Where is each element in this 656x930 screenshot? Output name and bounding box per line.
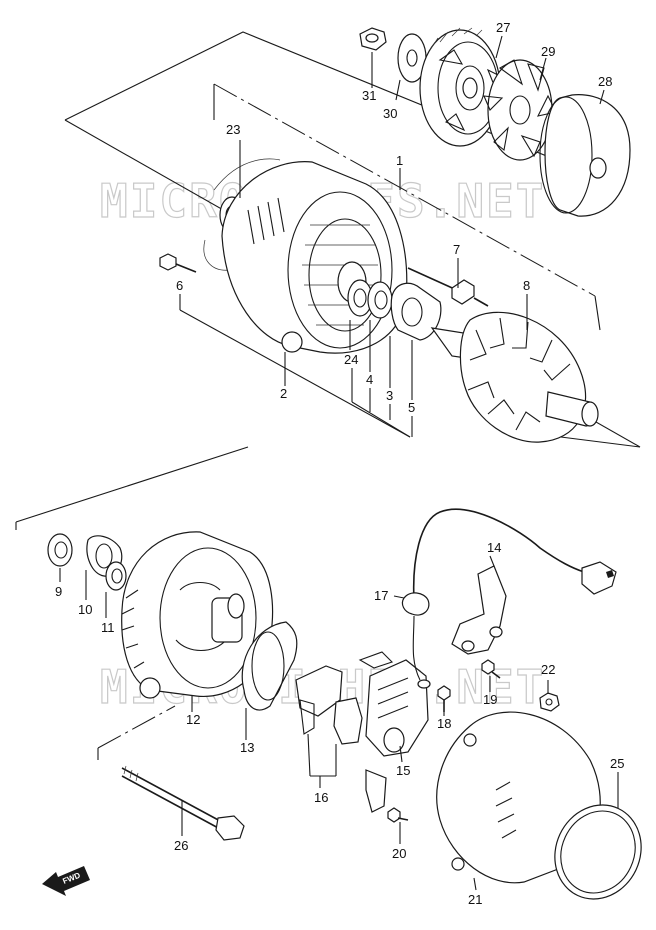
part-24-bearing[interactable]	[347, 279, 373, 317]
part-11-ring[interactable]	[105, 561, 127, 591]
part-22-nut[interactable]	[539, 692, 560, 712]
label-29: 29	[541, 44, 555, 59]
part-15-regulator[interactable]	[365, 659, 429, 813]
part-13-insulator[interactable]	[241, 621, 298, 711]
label-31: 31	[362, 88, 376, 103]
label-13: 13	[240, 740, 254, 755]
label-26: 26	[174, 838, 188, 853]
label-18: 18	[437, 716, 451, 731]
label-6: 6	[176, 278, 183, 293]
part-31-nut[interactable]	[359, 27, 387, 88]
label-5: 5	[408, 400, 415, 415]
label-22: 22	[541, 662, 555, 677]
part-8-rotor[interactable]	[430, 311, 599, 443]
part-26-through-bolt[interactable]	[121, 765, 245, 841]
part-14-bracket[interactable]	[451, 565, 507, 655]
label-3: 3	[386, 388, 393, 403]
part-18-screw[interactable]	[437, 685, 451, 712]
label-15: 15	[396, 763, 410, 778]
part-30-spacer[interactable]	[395, 33, 427, 101]
label-14: 14	[487, 540, 501, 555]
label-21: 21	[468, 892, 482, 907]
label-4: 4	[366, 372, 373, 387]
part-16-brush-holder[interactable]	[295, 651, 394, 745]
label-9: 9	[55, 584, 62, 599]
label-16: 16	[314, 790, 328, 805]
upper-leader-lines	[179, 35, 605, 438]
part-12-rear-housing[interactable]	[121, 531, 274, 699]
part-19-screw[interactable]	[481, 659, 501, 679]
label-20: 20	[392, 846, 406, 861]
part-17-wire[interactable]	[401, 508, 617, 689]
label-1: 1	[396, 153, 403, 168]
lower-leader-lines	[59, 555, 619, 891]
label-23: 23	[226, 122, 240, 137]
label-30: 30	[383, 106, 397, 121]
label-17: 17	[374, 588, 388, 603]
part-9-washer[interactable]	[47, 533, 73, 567]
label-24: 24	[344, 352, 358, 367]
part-labels: 27 29 28 31 30 23 1 7 6 8 24 4 2 3 5 14 …	[55, 20, 624, 907]
label-10: 10	[78, 602, 92, 617]
part-28-cover[interactable]	[539, 94, 631, 217]
part-27-pulley[interactable]	[419, 27, 501, 147]
label-19: 19	[483, 692, 497, 707]
fwd-arrow-icon: FWD	[42, 866, 90, 896]
label-2: 2	[280, 386, 287, 401]
part-6-bolt[interactable]	[159, 253, 197, 273]
label-8: 8	[523, 278, 530, 293]
label-11: 11	[101, 620, 115, 635]
part-25-cap[interactable]	[540, 791, 656, 914]
label-12: 12	[186, 712, 200, 727]
part-20-screw[interactable]	[387, 807, 409, 823]
label-28: 28	[598, 74, 612, 89]
label-27: 27	[496, 20, 510, 35]
part-4-ring[interactable]	[367, 281, 393, 319]
label-25: 25	[610, 756, 624, 771]
part-3-plate[interactable]	[390, 282, 442, 341]
label-7: 7	[453, 242, 460, 257]
lower-assembly-frame	[15, 446, 249, 760]
